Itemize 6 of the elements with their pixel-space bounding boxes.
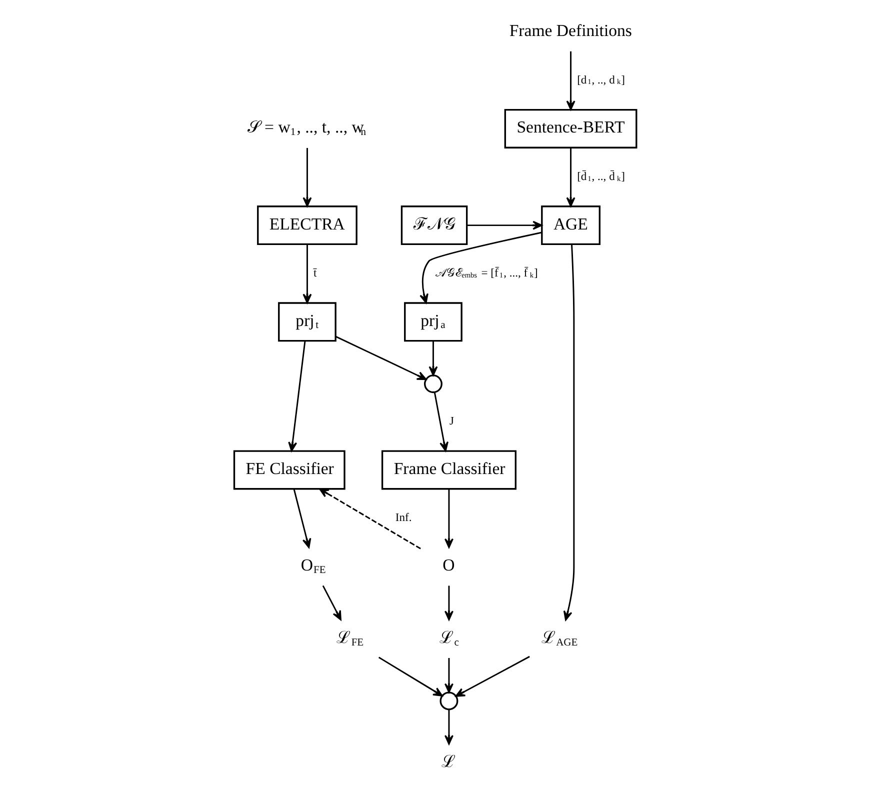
- node-text: O: [442, 555, 454, 574]
- node-text: Frame Definitions: [508, 20, 632, 40]
- node-text: ℒ: [441, 751, 456, 770]
- edge-label: t̄: [313, 267, 316, 280]
- edge-label: J: [449, 415, 454, 428]
- edge-label: Inf.: [394, 512, 412, 524]
